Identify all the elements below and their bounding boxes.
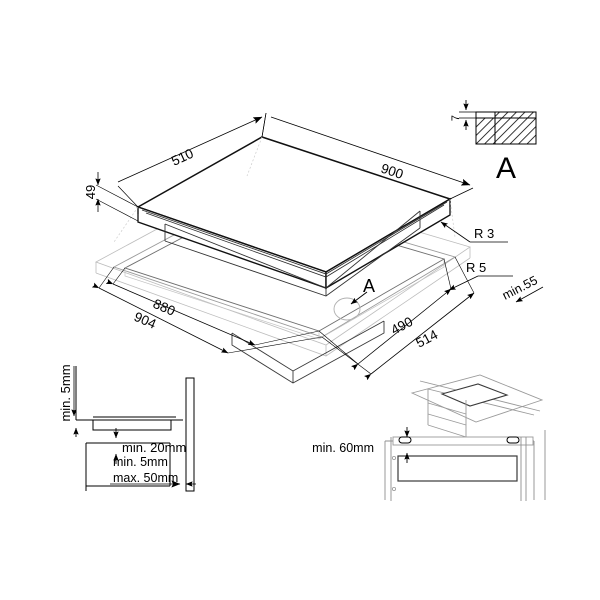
hob-underside-skirt — [164, 210, 421, 297]
section-hob-body — [92, 419, 172, 431]
dimension-min5mm-top-label: min. 5mm — [58, 364, 73, 421]
section-right-panel — [185, 377, 195, 492]
cabinet-top-rail — [392, 436, 534, 446]
detail-a-callout: A — [333, 276, 375, 321]
detail-a-hatched-body-lower — [475, 117, 537, 145]
dimension-rear-clearance: min. 5mm max. 50mm — [110, 455, 196, 488]
dimension-49-label: 49 — [83, 185, 98, 199]
detail-a-callout-label: A — [363, 276, 375, 296]
detail-a-dimension-7: 7 — [450, 100, 478, 130]
cabinet-fastener-left — [398, 436, 412, 444]
radius-r3-label: R 3 — [474, 226, 494, 241]
detail-a-section: 7 A — [450, 100, 537, 185]
detail-a-outline — [494, 111, 537, 145]
detail-a-circle — [333, 297, 361, 321]
projection-lines — [113, 136, 456, 243]
dimension-min20mm: min. 20mm — [113, 428, 186, 464]
dimension-min5mm-rear-label: min. 5mm — [113, 455, 168, 469]
dimension-max50mm-rear-label: max. 50mm — [113, 471, 178, 485]
radius-r5-label: R 5 — [466, 260, 486, 275]
cabinet-fastener-right — [506, 436, 520, 444]
cabinet-hinge-marks — [391, 455, 396, 491]
dimension-900: 900 — [261, 112, 474, 200]
cabinet-uprights — [390, 430, 546, 501]
detail-a-dimension-7-label: 7 — [450, 115, 462, 121]
dimension-min60mm: min. 60mm — [312, 427, 410, 463]
detail-side-section: min. 5mm min. 20mm min. 5mm max. 50mm — [58, 364, 196, 492]
dimension-min5mm-top: min. 5mm — [58, 364, 77, 422]
dimension-900-label: 900 — [379, 161, 405, 182]
dimension-min20mm-label: min. 20mm — [122, 440, 186, 455]
radius-r5-callout: R 5 — [448, 260, 513, 291]
detail-a-title: A — [496, 152, 516, 185]
radius-r3-callout: R 3 — [440, 221, 508, 243]
cabinet-iso-frame — [427, 389, 467, 438]
main-isometric-view: 510 900 49 R 3 R 5 — [83, 112, 544, 384]
cabinet-iso-hob — [440, 383, 509, 407]
cabinet-drawer-box — [397, 455, 518, 482]
detail-cabinet-view: min. 60mm — [312, 374, 546, 501]
cabinet-rail-body — [392, 436, 534, 446]
dimension-min60mm-label: min. 60mm — [312, 441, 374, 455]
dimension-49: 49 — [83, 172, 139, 222]
